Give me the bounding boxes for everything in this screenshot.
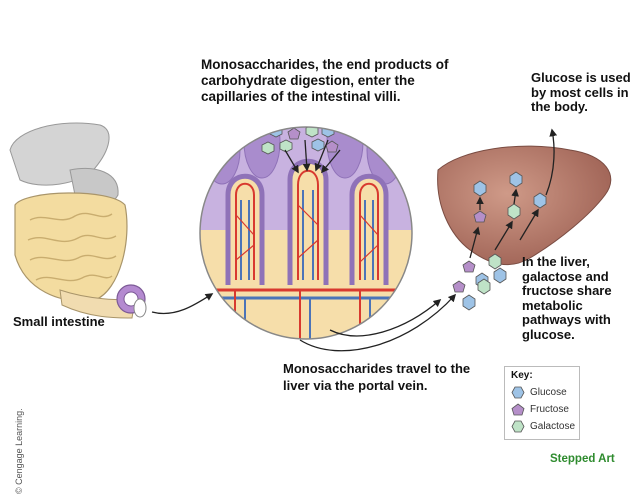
- glucose-use-caption: Glucose is used by most cells in the bod…: [531, 70, 631, 114]
- key-item-fructose: Fructose: [511, 402, 569, 416]
- copyright-credit: © Cengage Learning.: [14, 408, 24, 494]
- stepped-art-label: Stepped Art: [550, 453, 615, 465]
- key-item-galactose: Galactose: [511, 419, 575, 433]
- liver-illustration: [437, 145, 612, 266]
- digestive-tract-illustration: [9, 122, 147, 319]
- liver-arrows: [469, 128, 558, 259]
- legend-key: Key: Glucose Fructose Galactose: [504, 366, 580, 440]
- fructose-pentagon-icon: [511, 403, 525, 415]
- glucose-hexagon-icon: [511, 386, 525, 398]
- liver-pathways-caption: In the liver, galactose and fructose sha…: [522, 254, 612, 342]
- key-label-fructose: Fructose: [530, 403, 569, 415]
- key-item-glucose: Glucose: [511, 385, 567, 399]
- villi-absorption-caption: Monosaccharides, the end products of car…: [201, 57, 449, 104]
- key-label-galactose: Galactose: [530, 420, 576, 432]
- portal-vein-arrow-1: [329, 298, 442, 337]
- intestine-to-villi-arrow: [151, 293, 214, 315]
- villi-magnified-view: [199, 126, 413, 340]
- key-title: Key:: [511, 370, 533, 381]
- liver-monosaccharides: [452, 171, 547, 311]
- portal-vein-caption: Monosaccharides travel to the liver via …: [283, 361, 471, 393]
- small-intestine-label: Small intestine: [13, 314, 105, 329]
- galactose-hexagon-icon: [511, 420, 525, 432]
- key-label-glucose: Glucose: [530, 386, 567, 398]
- digestion-diagram: [9, 122, 612, 352]
- portal-vein-arrow-2: [299, 293, 457, 352]
